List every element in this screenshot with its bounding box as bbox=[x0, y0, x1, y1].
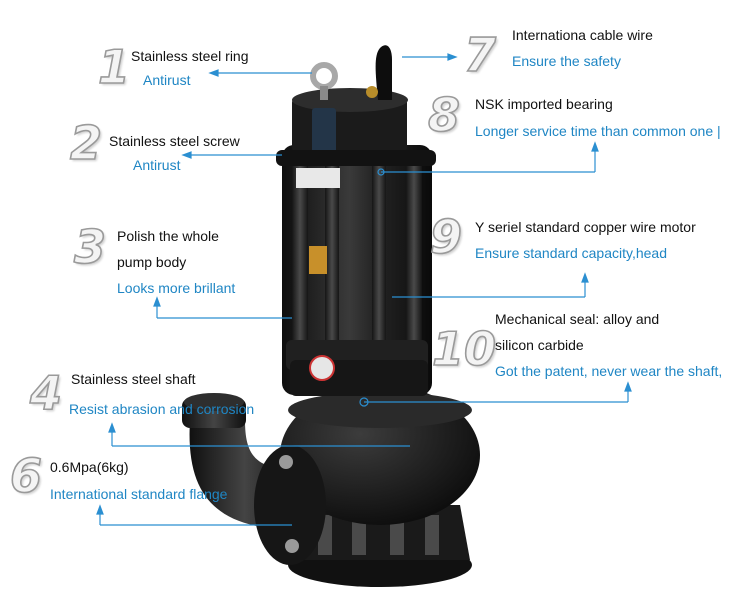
callout-number-2: 2 bbox=[69, 116, 103, 170]
callout-note-antirust-screw: Antirust bbox=[133, 157, 181, 173]
callout-note-resist-abrasion: Resist abrasion and corrosion bbox=[69, 401, 255, 417]
callout-title-stainless-steel-ring: Stainless steel ring bbox=[131, 48, 249, 64]
cable-icon bbox=[366, 45, 392, 100]
pump-base bbox=[288, 505, 472, 587]
callout-number-3: 3 bbox=[73, 220, 107, 274]
callout-note-antirust-ring: Antirust bbox=[143, 72, 191, 88]
motor-top-cover bbox=[276, 88, 436, 166]
pump-volute bbox=[280, 385, 480, 525]
callout-title-nsk-bearing: NSK imported bearing bbox=[475, 96, 613, 112]
motor-body bbox=[282, 145, 432, 396]
callout-note-looks-brilliant: Looks more brillant bbox=[117, 280, 236, 296]
discharge-elbow bbox=[182, 393, 326, 565]
callout-number-7: 7 bbox=[463, 28, 497, 82]
callout-title-polish-line1: Polish the whole bbox=[117, 228, 219, 244]
lifting-eye-icon bbox=[310, 62, 338, 100]
callout-number-10: 10 bbox=[431, 322, 497, 376]
callout-number-8: 8 bbox=[427, 88, 461, 142]
callout-title-pressure-rating: 0.6Mpa(6kg) bbox=[50, 459, 129, 475]
callout-title-stainless-steel-screw: Stainless steel screw bbox=[109, 133, 240, 149]
callout-title-cable-wire: Internationa cable wire bbox=[512, 27, 653, 43]
leader-lines bbox=[96, 53, 632, 526]
callout-note-standard-flange: International standard flange bbox=[50, 486, 228, 502]
callout-title-mechanical-seal-line1: Mechanical seal: alloy and bbox=[495, 311, 660, 327]
callout-title-stainless-steel-shaft: Stainless steel shaft bbox=[71, 371, 196, 387]
callout-note-patent: Got the patent, never wear the shaft, bbox=[495, 363, 723, 379]
callout-note-ensure-safety: Ensure the safety bbox=[512, 53, 621, 69]
callout-number-9: 9 bbox=[429, 210, 463, 264]
callout-title-mechanical-seal-line2: silicon carbide bbox=[495, 337, 584, 353]
flange-bolt-icon bbox=[279, 455, 299, 553]
callout-note-standard-capacity: Ensure standard capacity,head bbox=[475, 245, 667, 261]
callout-note-longer-service: Longer service time than common one | bbox=[475, 123, 721, 139]
callout-title-polish-line2: pump body bbox=[117, 254, 187, 270]
callout-number-4: 4 bbox=[29, 366, 63, 420]
callout-number-1: 1 bbox=[97, 40, 131, 94]
callout-title-copper-motor: Y seriel standard copper wire motor bbox=[475, 219, 696, 235]
callout-number-6: 6 bbox=[9, 449, 43, 503]
